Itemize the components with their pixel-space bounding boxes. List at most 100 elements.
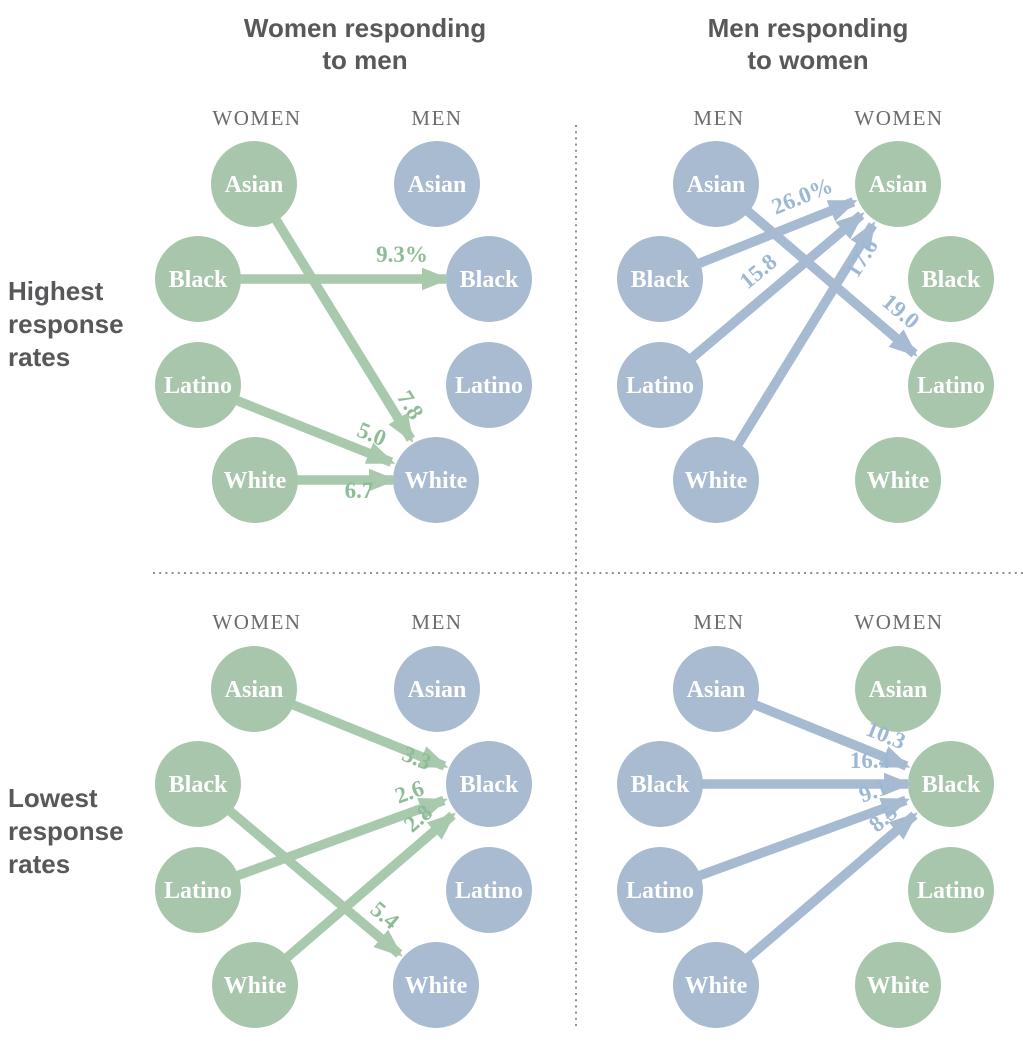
node-circle-men-black xyxy=(446,741,532,827)
row-label-highest-line2: response xyxy=(8,309,124,339)
row-label-highest-line3: rates xyxy=(8,342,70,372)
node-circle-women-white xyxy=(855,942,941,1028)
node-circle-men-white xyxy=(673,942,759,1028)
node-label-women-white: White xyxy=(867,973,930,999)
node-label-men-latino: Latino xyxy=(455,373,523,399)
node-circle-women-black xyxy=(908,741,994,827)
column-header-men: MEN xyxy=(411,106,462,130)
column-header-women: WOMEN xyxy=(854,106,943,130)
node-circle-men-latino xyxy=(617,847,703,933)
node-circle-men-latino xyxy=(617,342,703,428)
column-header-men: MEN xyxy=(693,610,744,634)
node-circle-women-white xyxy=(855,437,941,523)
arrow-latino-men-to-asian-women xyxy=(688,211,865,363)
node-label-men-latino: Latino xyxy=(626,878,694,904)
row-label-lowest-line2: response xyxy=(8,816,124,846)
quadrant-women-to-men-lowest: WOMEN MEN 3.3 2.6 2.8 5.4 Asian Black La… xyxy=(155,610,532,1028)
column-title-women-responding-line2: to men xyxy=(322,45,407,75)
arrow-latino-women-to-white-men xyxy=(234,395,396,467)
node-label-women-latino: Latino xyxy=(917,373,985,399)
column-header-women: WOMEN xyxy=(212,106,301,130)
node-label-women-latino: Latino xyxy=(917,878,985,904)
node-label-women-black: Black xyxy=(922,267,981,293)
node-label-men-latino: Latino xyxy=(455,878,523,904)
node-label-men-asian: Asian xyxy=(687,677,746,703)
arrow-asian-women-to-white-men xyxy=(271,216,415,443)
arrow-asian-women-to-black-men xyxy=(290,699,449,771)
node-circle-women-white xyxy=(212,942,298,1028)
node-label-women-asian: Asian xyxy=(225,172,284,198)
node-circle-women-black xyxy=(155,741,241,827)
node-label-women-black: Black xyxy=(169,267,228,293)
quadrant-men-to-women-lowest: MEN WOMEN 10.3 16.4 9.1 8.5 Asian Black … xyxy=(617,610,994,1028)
column-header-men: MEN xyxy=(693,106,744,130)
node-label-women-black: Black xyxy=(922,772,981,798)
arrow-asian-men-to-black-women xyxy=(752,699,911,771)
arrow-value-label: 16.4 xyxy=(850,748,891,773)
node-circle-men-asian xyxy=(394,646,480,732)
row-label-highest-line1: Highest xyxy=(8,276,104,306)
node-circle-men-white xyxy=(393,437,479,523)
node-label-men-white: White xyxy=(685,468,748,494)
node-circle-women-latino xyxy=(908,847,994,933)
node-label-men-white: White xyxy=(405,468,468,494)
node-label-women-asian: Asian xyxy=(869,677,928,703)
node-circle-women-asian xyxy=(211,141,297,227)
node-circle-men-asian xyxy=(673,141,759,227)
arrow-white-men-to-black-women xyxy=(744,811,918,963)
arrow-white-men-to-asian-women xyxy=(733,221,877,448)
node-label-men-asian: Asian xyxy=(408,172,467,198)
column-header-men: MEN xyxy=(411,610,462,634)
arrow-value-label: 9.3% xyxy=(376,242,428,267)
node-circle-men-black xyxy=(617,236,703,322)
arrow-asian-men-to-latino-women xyxy=(744,206,918,358)
node-label-men-asian: Asian xyxy=(408,677,467,703)
node-circle-women-black xyxy=(908,236,994,322)
arrow-black-women-to-white-men xyxy=(226,806,403,958)
arrow-latino-men-to-black-women xyxy=(696,795,910,881)
node-circle-women-latino xyxy=(155,342,241,428)
row-label-lowest-line1: Lowest xyxy=(8,783,98,813)
quadrant-men-to-women-highest: MEN WOMEN 26.0% 15.8 17.6 19.0 Asian Bla… xyxy=(617,106,994,523)
node-label-men-white: White xyxy=(405,973,468,999)
node-circle-women-latino xyxy=(155,847,241,933)
node-circle-women-asian xyxy=(855,646,941,732)
column-title-men-responding-line2: to women xyxy=(747,45,868,75)
column-title-women-responding-line1: Women responding xyxy=(244,13,486,43)
node-label-men-asian: Asian xyxy=(687,172,746,198)
node-circle-women-asian xyxy=(855,141,941,227)
node-circle-women-asian xyxy=(211,646,297,732)
row-label-lowest-line3: rates xyxy=(8,849,70,879)
node-circle-men-black xyxy=(617,741,703,827)
node-circle-men-black xyxy=(446,236,532,322)
node-circle-women-white xyxy=(212,437,298,523)
node-circle-women-black xyxy=(155,236,241,322)
arrow-latino-women-to-black-men xyxy=(234,795,448,881)
node-label-women-white: White xyxy=(867,468,930,494)
arrow-white-women-to-black-men xyxy=(283,811,456,962)
node-label-men-black: Black xyxy=(631,267,690,293)
node-circle-women-latino xyxy=(908,342,994,428)
node-label-women-black: Black xyxy=(169,772,228,798)
node-label-women-asian: Asian xyxy=(225,677,284,703)
node-label-men-black: Black xyxy=(460,772,519,798)
node-circle-men-white xyxy=(393,942,479,1028)
node-label-men-black: Black xyxy=(631,772,690,798)
node-label-men-black: Black xyxy=(460,267,519,293)
column-title-men-responding-line1: Men responding xyxy=(708,13,909,43)
node-label-women-white: White xyxy=(224,468,287,494)
node-circle-men-white xyxy=(673,437,759,523)
node-circle-men-latino xyxy=(446,342,532,428)
node-label-women-white: White xyxy=(224,973,287,999)
column-header-women: WOMEN xyxy=(854,610,943,634)
node-label-men-white: White xyxy=(685,973,748,999)
node-circle-men-asian xyxy=(673,646,759,732)
node-label-women-asian: Asian xyxy=(869,172,928,198)
node-label-men-latino: Latino xyxy=(626,373,694,399)
node-circle-men-latino xyxy=(446,847,532,933)
quadrant-women-to-men-highest: WOMEN MEN 9.3% 7.8 5.0 6.7 Asian Black L… xyxy=(155,106,532,523)
node-circle-men-asian xyxy=(394,141,480,227)
arrow-value-label: 6.7 xyxy=(345,478,374,503)
